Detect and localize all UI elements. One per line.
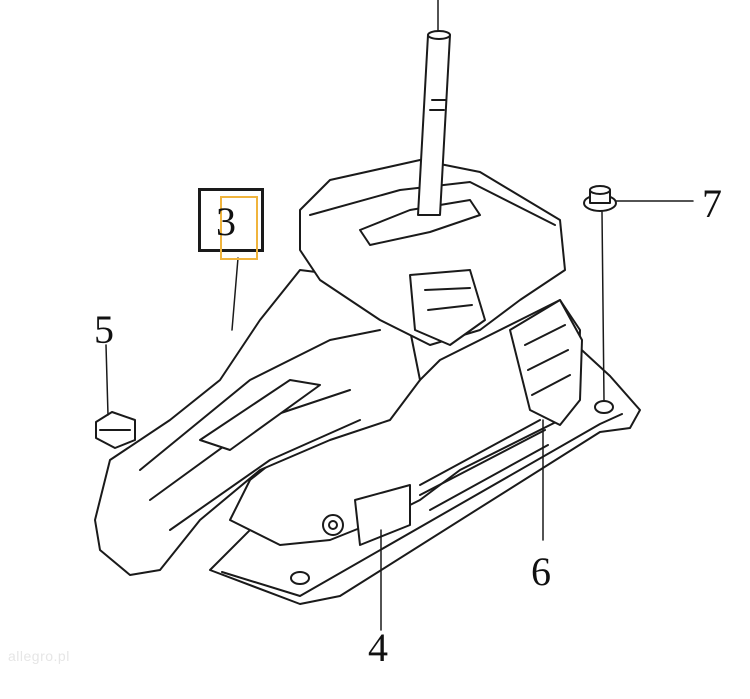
housing-window <box>354 484 411 546</box>
shift-lever-groove <box>429 99 447 111</box>
side-housing-detail <box>524 324 571 396</box>
mounting-hole-front <box>290 571 310 585</box>
gate-slot <box>359 199 481 246</box>
leader-5 <box>105 344 109 416</box>
housing-rib <box>419 419 549 511</box>
base-plate-rim <box>221 413 623 597</box>
leader-7-stud <box>601 211 605 401</box>
shift-lever-top <box>427 30 451 40</box>
callout-3-highlight-box <box>198 188 264 252</box>
left-cover-slot <box>199 379 321 451</box>
callout-5: 5 <box>94 307 114 352</box>
mounting-hole-right <box>594 400 614 414</box>
housing-pivot-inner <box>328 520 338 530</box>
callout-3-highlight-inner <box>220 196 258 260</box>
callout-3: 3 <box>216 199 236 244</box>
callout-4: 4 <box>368 625 388 670</box>
watermark: allegro.pl <box>8 648 70 664</box>
upper-housing <box>299 159 566 346</box>
leader-3 <box>231 257 239 331</box>
side-housing <box>509 299 583 426</box>
nut-top <box>589 185 611 195</box>
callout-6: 6 <box>531 549 551 594</box>
callout-7: 7 <box>702 181 722 226</box>
selector-detail <box>424 287 473 311</box>
